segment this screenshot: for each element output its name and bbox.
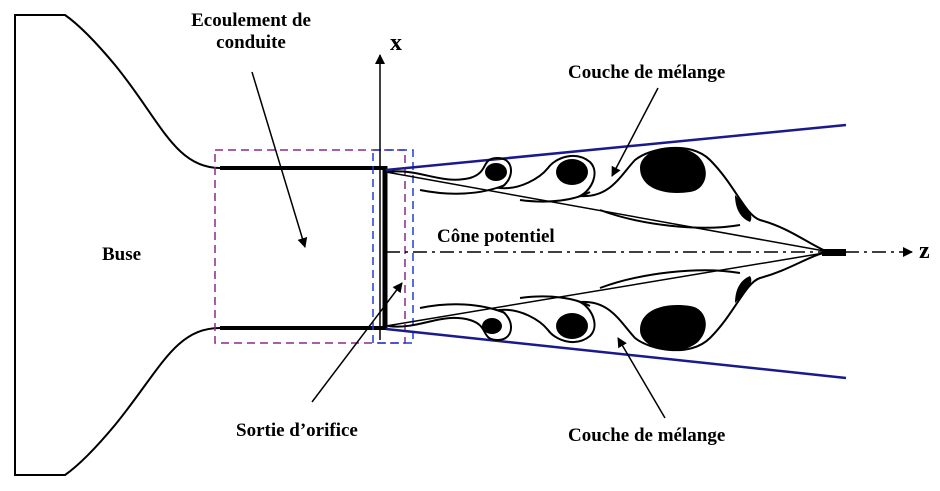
jet-tip (822, 249, 846, 256)
x-axis-label: x (390, 30, 402, 56)
ecoulement-label-line2: conduite (216, 31, 286, 53)
sortie-orifice-label: Sortie d’orifice (236, 420, 358, 441)
ecoulement-label-line1: Ecoulement de (191, 10, 311, 31)
top-vortex-cores (485, 147, 752, 222)
ecoulement-label: Ecoulement de conduite (163, 10, 339, 54)
z-axis-label: z (919, 238, 930, 264)
cone-potentiel-label: Cône potentiel (437, 226, 555, 247)
bottom-vortices (387, 251, 829, 352)
top-vortices (387, 146, 829, 253)
sortie-arrow (311, 282, 403, 403)
bottom-vortex-cores (482, 276, 752, 351)
annotation-arrows (251, 71, 666, 419)
mixing-layer-boundaries (385, 123, 847, 380)
potential-core-lines (385, 171, 831, 327)
nozzle-outline (14, 14, 221, 476)
couche-top-label: Couche de mélange (568, 62, 726, 83)
couche-bottom-arrow (617, 337, 666, 419)
couche-top-arrow (611, 87, 659, 177)
orifice-exit-box (372, 149, 414, 344)
ecoulement-arrow (251, 71, 308, 248)
buse-label: Buse (102, 244, 142, 265)
duct-walls (220, 166, 388, 330)
couche-bottom-label: Couche de mélange (568, 425, 726, 446)
duct-flow-box (214, 149, 406, 344)
